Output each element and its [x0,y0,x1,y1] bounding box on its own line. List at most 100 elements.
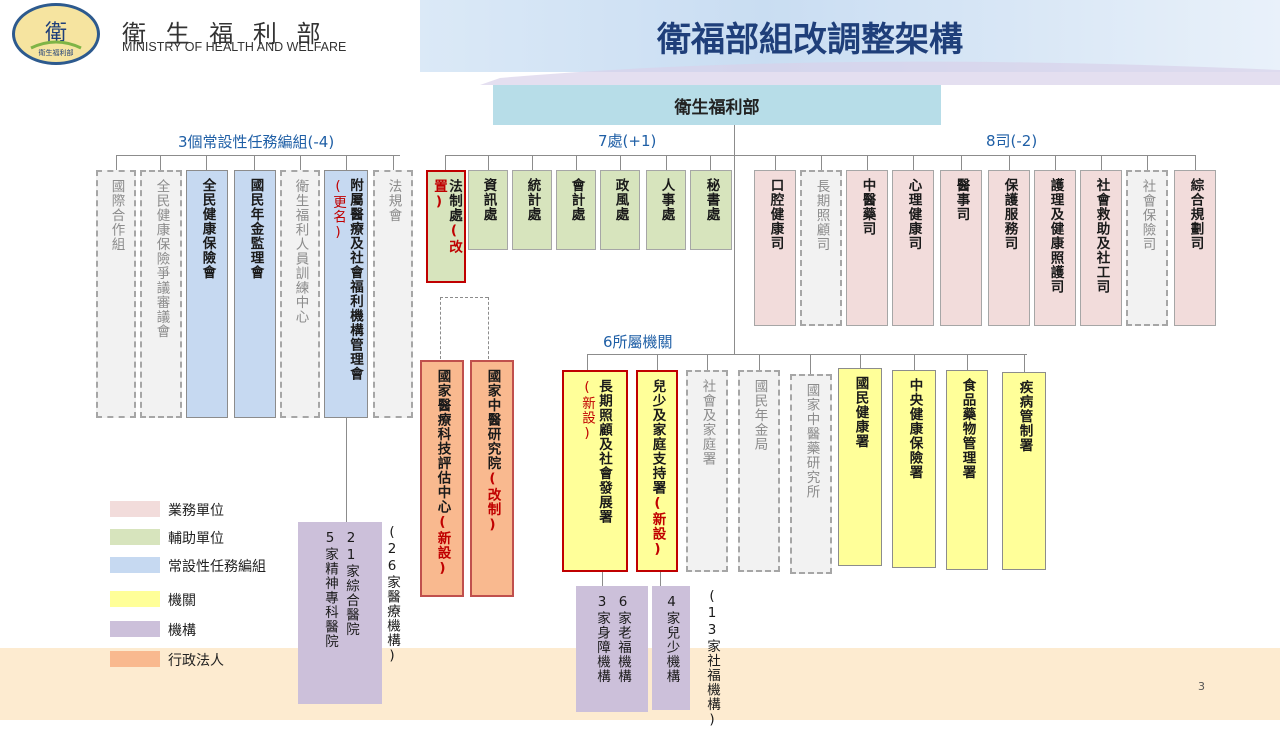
connector-drop [759,354,760,370]
svg-text:衛: 衛 [45,21,67,46]
agency-child-family: 兒少及家庭支持署(新設) [636,370,678,572]
legal-dash-h [440,297,488,298]
connector-drop [116,155,117,170]
legend-label-institution: 機構 [168,623,196,639]
welfare-line [346,418,347,522]
section-task-groups: 3個常設性任務編組(-4) [178,133,335,151]
inst-hospitals-psych: 5家精神專科醫院 [322,530,338,649]
connector-drop [300,155,301,170]
agency-ltc-tag: (新設) [579,379,595,442]
legal-nricm-label: 國家中醫研究院 [484,369,501,471]
inst-welfare-total: (13家社福機構) [704,588,720,729]
trunk-line [734,125,735,355]
agency-social-family: 社會及家庭署 [686,370,728,572]
dept-long-term-care-label: 長期照顧司 [813,179,830,252]
office-accounting-label: 會計處 [568,178,585,222]
connector-drop [867,155,868,170]
agency-nhi-label: 中央健康保險署 [906,378,923,480]
connector-drop [961,155,962,170]
connector-drop [620,155,621,170]
inst-welfare-total-wrap: (13家社福機構) [704,588,749,733]
legal-hta-tag: (新設) [434,514,451,577]
org-name-cn: 衛 生 福 利 部 [122,20,327,48]
dept-planning-label: 綜合規劃司 [1187,178,1204,251]
header-swoosh [480,61,1280,85]
agency-child-label: 兒少及家庭支持署 [649,379,666,495]
office-ethics: 政風處 [600,170,640,250]
inst-welfare-group: 6家老福機構 3家身障機構 [576,586,648,712]
ministry-box: 衛生福利部 [493,85,941,125]
connector-drop [254,155,255,170]
agency-pension-label: 國民年金局 [751,379,768,452]
legend-label-business: 業務單位 [168,503,224,519]
legend-swatch-task [110,557,160,573]
connector-drop [821,155,822,170]
connector-drop [775,155,776,170]
page-title: 衛福部組改調整架構 [657,20,963,60]
connector-drop [1009,155,1010,170]
office-secretariat: 秘書處 [690,170,732,250]
page-number: 3 [1198,680,1205,693]
task-unit-nhi-dispute-label: 全民健康保險爭議審議會 [153,179,170,339]
inst-hospitals-total: (26家醫療機構) [384,524,400,665]
legal-dash-2 [488,297,489,359]
section-agencies: 6所屬機關 [603,333,673,351]
legal-hta-label: 國家醫療科技評估中心 [434,369,451,514]
section-departments: 8司(-2) [986,132,1038,150]
dept-nursing-label: 護理及健康照護司 [1047,178,1064,294]
task-unit-training-center-label: 衛生福利人員訓練中心 [292,179,309,324]
office-it-label: 資訊處 [480,178,497,222]
inst-hospitals-total-wrap: (26家醫療機構) [384,524,429,669]
legal-nricm-tag: (改制) [484,470,501,534]
dept-social-insurance-label: 社會保險司 [1139,179,1156,252]
child-line [660,572,661,586]
task-bar [116,155,400,156]
agency-ltc-label: 長期照顧及社會發展署 [596,379,612,524]
agency-cdc: 疾病管制署 [1002,372,1046,570]
dept-planning: 綜合規劃司 [1174,170,1216,326]
connector-drop [914,354,915,370]
agency-nricm-institute-label: 國家中醫藥研究所 [803,383,820,499]
ltc-line [602,572,603,586]
legend-label-legal: 行政法人 [168,653,224,669]
dept-chinese-medicine: 中醫藥司 [846,170,888,326]
dept-protective-services: 保護服務司 [988,170,1030,326]
task-unit-nhi-committee-label: 全民健康保險會 [199,178,216,280]
legal-nricm: 國家中醫研究院(改制) [470,360,514,597]
inst-disabled: 3家身障機構 [594,594,610,684]
connector-drop [346,155,347,170]
office-it: 資訊處 [468,170,508,250]
agency-ltc-social-dev: 長期照顧及社會發展署 (新設) [562,370,628,572]
rename-tag: (更名) [330,178,346,241]
agency-bar [587,354,1027,355]
connector-drop [576,155,577,170]
office-legal-label: 法制處 [446,179,462,223]
agency-nhi: 中央健康保險署 [892,370,936,568]
agency-nricm-institute: 國家中醫藥研究所 [790,374,832,574]
connector-drop [532,155,533,170]
dept-oral-health: 口腔健康司 [754,170,796,326]
agency-cdc-label: 疾病管制署 [1016,380,1033,453]
office-personnel: 人事處 [646,170,686,250]
org-name-en: MINISTRY OF HEALTH AND WELFARE [122,40,347,54]
inst-children: 4家兒少機構 [652,586,690,710]
connector-drop [810,354,811,374]
agency-child-tag: (新設) [649,495,666,558]
agency-fda: 食品藥物管理署 [946,370,988,570]
task-unit-pension-supervisory-label: 國民年金監理會 [247,178,264,280]
inst-hospitals: 21家綜合醫院 5家精神專科醫院 [298,522,382,704]
connector-drop [393,155,394,170]
legend-swatch-agency [110,591,160,607]
connector-drop [666,155,667,170]
office-legal: 法制處(改置) [426,170,466,283]
legend-label-agency: 機關 [168,593,196,609]
legal-hta-center: 國家醫療科技評估中心(新設) [420,360,464,597]
agency-fda-label: 食品藥物管理署 [959,378,976,480]
task-unit-regulations: 法規會 [373,170,413,418]
dept-protective-services-label: 保護服務司 [1001,178,1018,251]
office-ethics-label: 政風處 [612,178,629,222]
connector-drop [1195,155,1196,170]
header-banner [420,0,1280,72]
dept-bar [775,155,1196,156]
section-offices: 7處(+1) [598,132,657,150]
